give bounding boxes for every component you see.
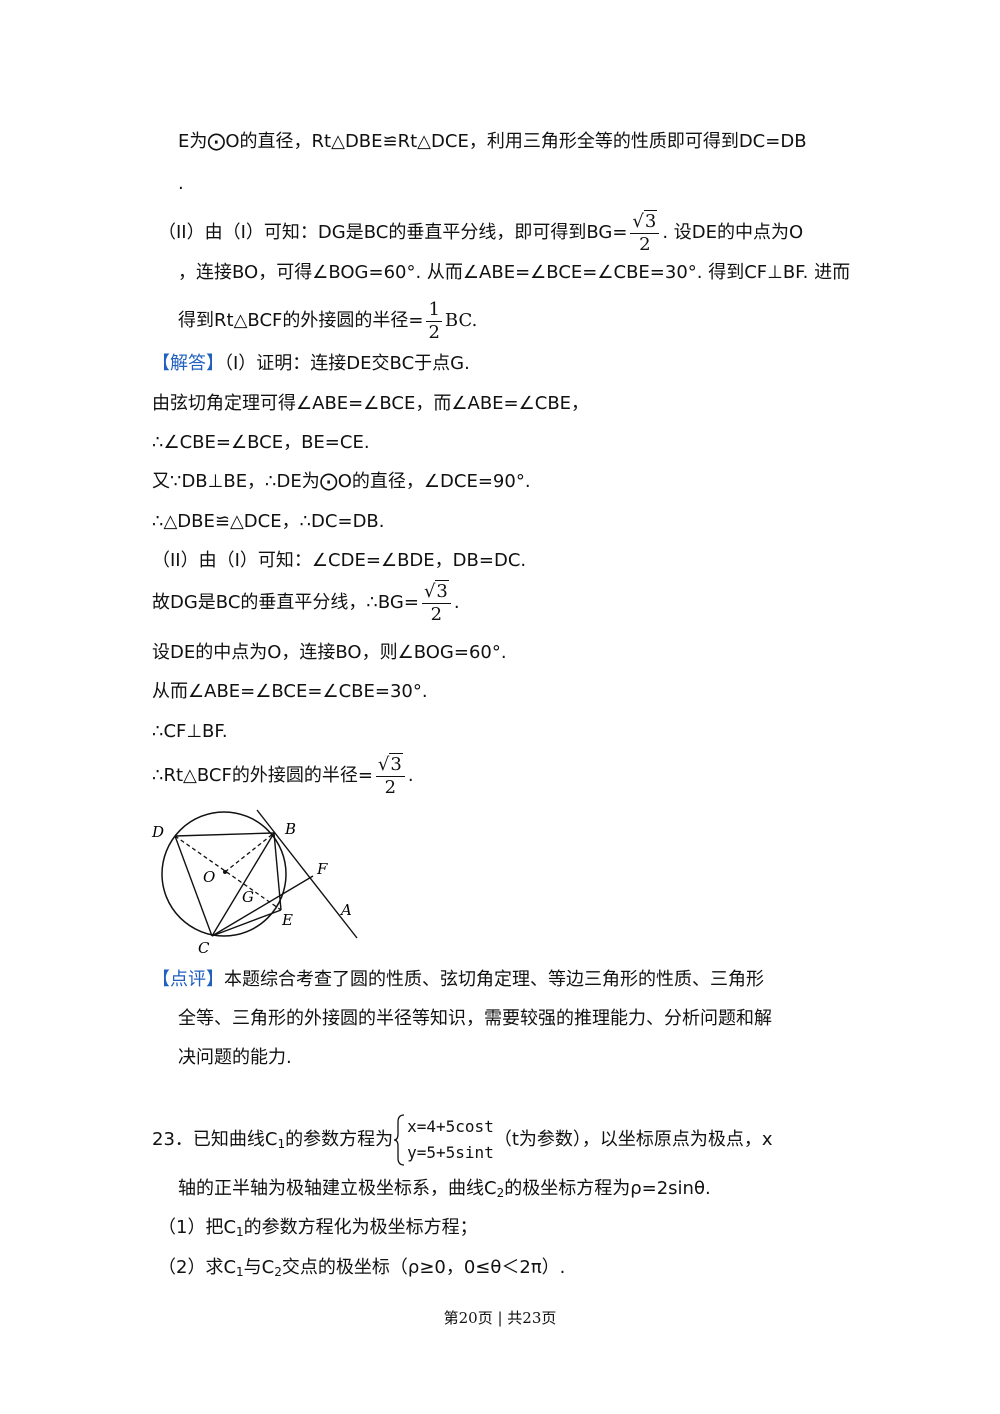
analysis-line-4-tail: BC. <box>444 310 478 331</box>
label-e: E <box>281 911 293 929</box>
denominator: 2 <box>384 776 397 798</box>
solution-line-10: ∴CF⊥BF. <box>152 721 228 742</box>
subscript-1: 1 <box>236 1265 244 1279</box>
question-2-text: （2）求C <box>158 1257 237 1278</box>
label-a: A <box>339 901 352 919</box>
question-1-text: （1）把C <box>158 1217 237 1238</box>
center-dot <box>223 870 227 874</box>
analysis-line-4-text: 得到Rt△BCF的外接圆的半径= <box>178 310 424 331</box>
solution-line-7-tail: . <box>453 592 460 613</box>
solution-line-6: （II）由（I）可知：∠CDE=∠BDE，DB=DC. <box>152 550 527 571</box>
segment-dc <box>174 835 213 937</box>
analysis-line-1-period: . <box>178 173 184 194</box>
solution-tag: 【解答】 <box>152 353 224 374</box>
solution-line-1: 【解答】（I）证明：连接DE交BC于点G. <box>152 352 470 376</box>
solution-line-2: 由弦切角定理可得∠ABE=∠BCE，而∠ABE=∠CBE， <box>152 393 590 414</box>
analysis-line-3: ，连接BO，可得∠BOG=60°. 从而∠ABE=∠BCE=∠CBE=30°. … <box>178 262 851 283</box>
segment-de-dashed <box>174 835 282 911</box>
sqrt-sign: √ <box>423 580 436 602</box>
label-d: D <box>151 823 164 841</box>
parametric-system: x=4+5cost y=5+5sint <box>393 1114 494 1166</box>
problem-23-line-2-tail: 的极坐标方程为ρ=2sinθ. <box>504 1178 711 1199</box>
denominator: 2 <box>639 233 651 255</box>
solution-line-1-text: （I）证明：连接DE交BC于点G. <box>224 353 470 374</box>
left-brace-icon <box>394 1114 405 1166</box>
radicand: 3 <box>389 752 403 775</box>
problem-23-text: 的参数方程为 <box>285 1129 394 1150</box>
solution-line-11-tail: . <box>407 765 414 786</box>
comment-line-2: 全等、三角形的外接圆的半径等知识，需要较强的推理能力、分析问题和解 <box>178 1008 772 1029</box>
analysis-line-2-tail: . 设DE的中点为O <box>662 222 804 243</box>
comment-line-1: 【点评】本题综合考查了圆的性质、弦切角定理、等边三角形的性质、三角形 <box>152 968 764 992</box>
question-2-mid: 与C <box>243 1257 275 1278</box>
equation-y: y=5+5sint <box>407 1143 494 1162</box>
solution-line-5: ∴△DBE≌△DCE，∴DC=DB. <box>152 511 385 532</box>
solution-line-11-text: ∴Rt△BCF的外接圆的半径= <box>152 765 373 786</box>
radicand: 3 <box>643 209 658 232</box>
segment-ob-dashed <box>224 832 275 873</box>
comment-tag: 【点评】 <box>152 969 224 990</box>
solution-line-4: 又∵DB⊥BE，∴DE为⨀O的直径，∠DCE=90°. <box>152 471 531 492</box>
segment-db <box>174 832 275 837</box>
subscript-2: 2 <box>274 1265 282 1279</box>
segment-cf <box>211 875 314 937</box>
subscript-1: 1 <box>236 1225 244 1239</box>
question-2-tail: 交点的极坐标（ρ≥0，0≤θ＜2π）. <box>281 1257 566 1278</box>
numerator: 1 <box>426 298 442 322</box>
segment-bc <box>211 832 275 937</box>
label-o: O <box>203 868 215 886</box>
page-footer: 第20页 | 共23页 <box>443 1309 557 1327</box>
solution-line-7-text: 故DG是BC的垂直平分线，∴BG= <box>152 592 419 613</box>
radicand: 3 <box>435 579 449 602</box>
label-f: F <box>316 860 328 878</box>
segment-be <box>273 832 282 911</box>
problem-23-line-2: 轴的正半轴为极轴建立极坐标系，曲线C2的极坐标方程为ρ=2sinθ. <box>178 1177 711 1205</box>
solution-line-8: 设DE的中点为O，连接BO，则∠BOG=60°. <box>152 642 507 663</box>
problem-23-line-2-text: 轴的正半轴为极轴建立极坐标系，曲线C <box>178 1178 497 1199</box>
analysis-line-2-text: （II）由（I）可知：DG是BC的垂直平分线，即可得到BG= <box>158 222 628 243</box>
label-b: B <box>284 820 296 838</box>
segment-ce <box>211 909 282 937</box>
equation-x: x=4+5cost <box>407 1117 494 1136</box>
problem-23-param-text: （t为参数），以坐标原点为极点，x <box>493 1129 773 1150</box>
problem-23-question-2: （2）求C1与C2交点的极坐标（ρ≥0，0≤θ＜2π）. <box>158 1256 565 1284</box>
solution-line-3: ∴∠CBE=∠BCE，BE=CE. <box>152 432 370 453</box>
problem-23-number: 23．已知曲线C <box>152 1129 278 1150</box>
denominator: 2 <box>428 321 440 343</box>
sqrt-sign: √ <box>377 753 390 775</box>
problem-23-question-1: （1）把C1的参数方程化为极坐标方程； <box>158 1216 478 1244</box>
comment-line-1-text: 本题综合考查了圆的性质、弦切角定理、等边三角形的性质、三角形 <box>224 969 764 990</box>
geometry-figure: D B O G F E A C <box>151 809 358 957</box>
denominator: 2 <box>430 603 443 625</box>
sqrt-sign: √ <box>632 210 644 232</box>
problem-23-line-1: 23．已知曲线C1的参数方程为 x=4+5cost y=5+5sint （t为参… <box>152 1112 773 1172</box>
subscript-2: 2 <box>496 1186 505 1200</box>
comment-line-3: 决问题的能力. <box>178 1047 292 1068</box>
subscript-1: 1 <box>277 1137 286 1151</box>
tangent-line-ba <box>256 809 358 939</box>
question-1-tail: 的参数方程化为极坐标方程； <box>243 1217 478 1238</box>
label-c: C <box>198 939 210 957</box>
solution-line-9: 从而∠ABE=∠BCE=∠CBE=30°. <box>152 681 428 702</box>
label-g: G <box>242 888 254 906</box>
circle-o <box>161 811 287 937</box>
analysis-line-1: E为⨀O的直径，Rt△DBE≌Rt△DCE，利用三角形全等的性质即可得到DC=D… <box>178 131 807 152</box>
